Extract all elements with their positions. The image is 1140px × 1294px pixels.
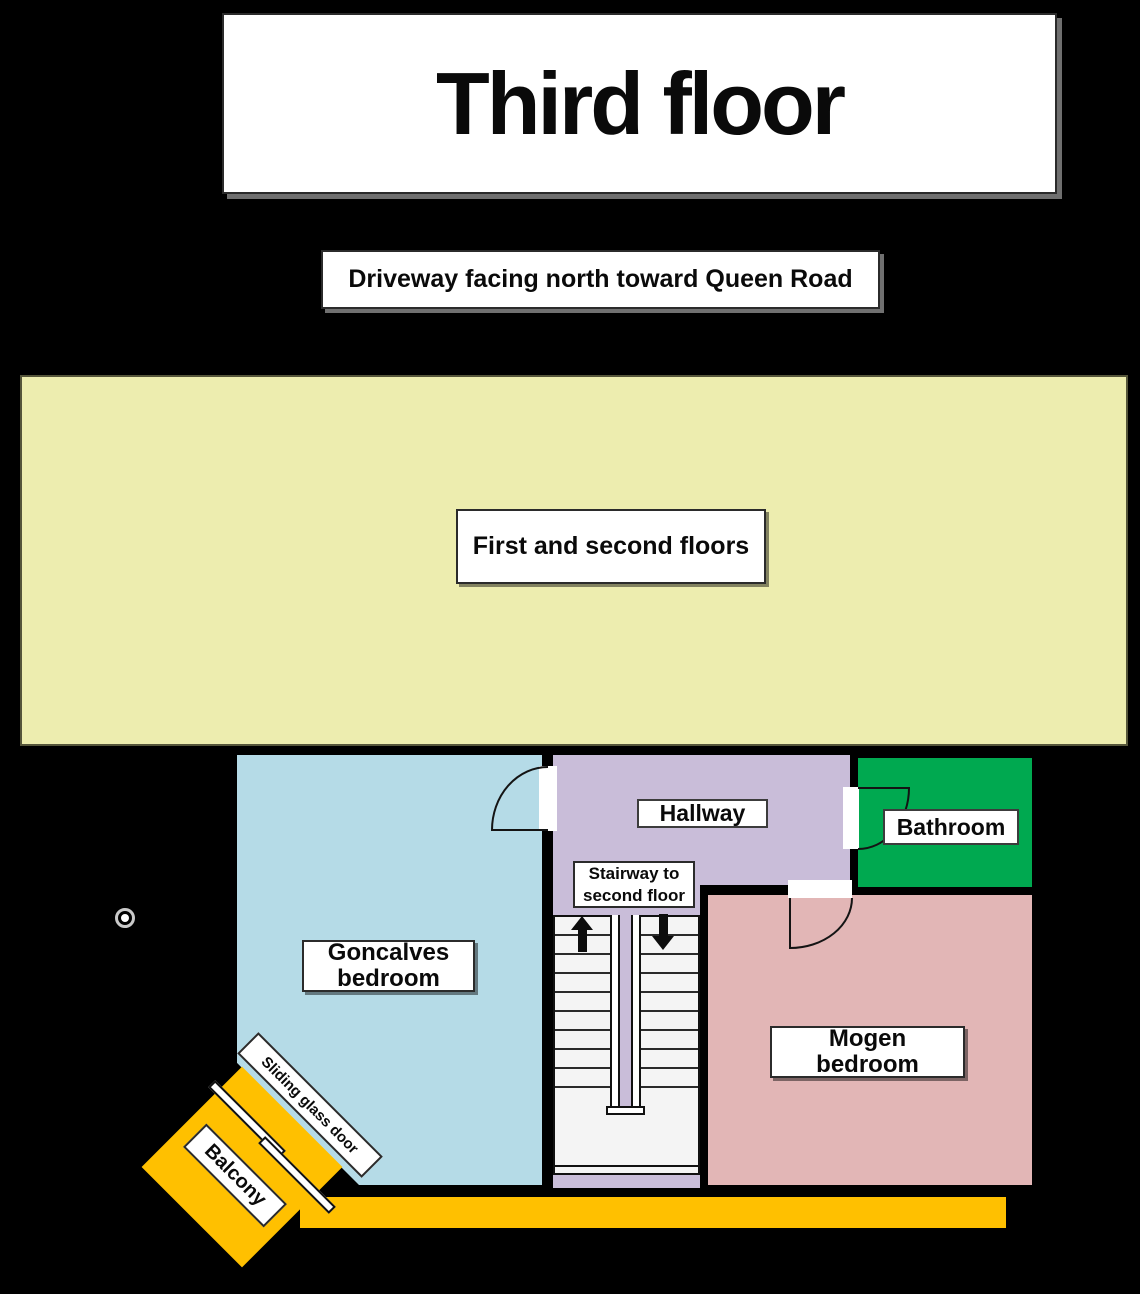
hallway-label-box: Hallway — [637, 799, 768, 828]
door-arc-mogen — [789, 897, 853, 950]
door-gap-goncalves — [539, 766, 557, 831]
mogen-label: Mogen bedroom — [816, 1025, 919, 1078]
bullseye-marker-icon — [115, 908, 135, 928]
stair-rail-cap — [606, 1106, 645, 1115]
walkway-strip — [300, 1197, 1006, 1228]
bathroom-label-box: Bathroom — [883, 809, 1019, 845]
hallway-label: Hallway — [659, 800, 746, 826]
stairway-label-box: Stairway to second floor — [573, 861, 695, 908]
driveway-label-box: Driveway facing north toward Queen Road — [321, 250, 880, 309]
stair-rail-inner — [618, 915, 633, 1108]
stairs-landing-line — [555, 1165, 698, 1167]
door-gap-mogen — [788, 880, 852, 898]
down-arrow-icon — [652, 914, 674, 950]
upper-floors-label-box: First and second floors — [456, 509, 766, 584]
goncalves-label: Goncalves bedroom — [327, 939, 450, 992]
door-gap-bathroom — [843, 787, 859, 849]
bullseye-marker-dot — [121, 914, 129, 922]
mogen-label-box: Mogen bedroom — [770, 1026, 965, 1078]
driveway-label: Driveway facing north toward Queen Road — [348, 265, 853, 293]
upper-floors-label: First and second floors — [472, 532, 750, 560]
stairway-label: Stairway to second floor — [582, 864, 685, 905]
bathroom-label: Bathroom — [896, 813, 1006, 840]
up-arrow-icon — [571, 916, 593, 952]
door-arc-goncalves — [490, 766, 549, 831]
goncalves-label-box: Goncalves bedroom — [302, 940, 475, 992]
page-title: Third floor — [436, 53, 846, 153]
floor-title-box: Third floor — [222, 13, 1057, 194]
